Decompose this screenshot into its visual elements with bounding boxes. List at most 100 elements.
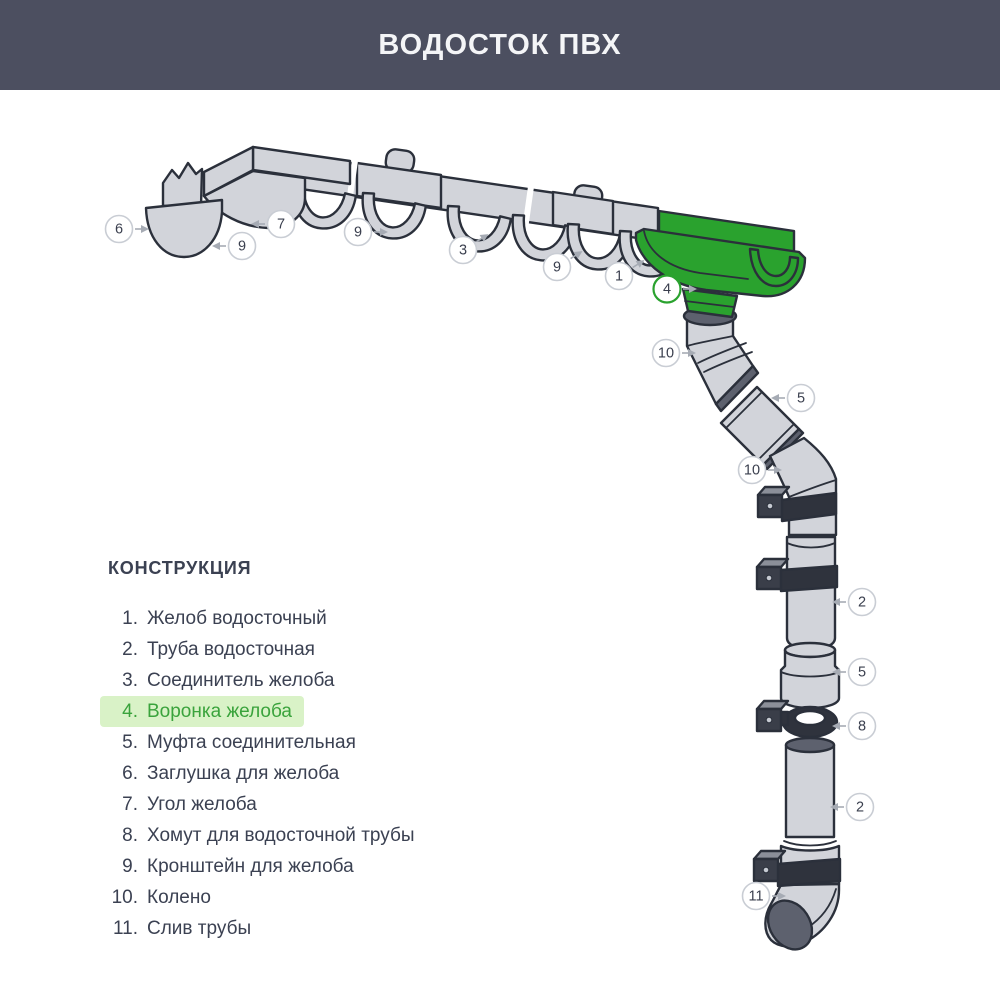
callout-1: 1 xyxy=(604,260,645,291)
pipe-brackets xyxy=(752,485,842,888)
callout-arrow-icon xyxy=(212,242,220,250)
callout-9: 9 xyxy=(542,251,583,282)
svg-text:9: 9 xyxy=(553,260,561,276)
callout-4: 4 xyxy=(652,274,697,304)
svg-text:5: 5 xyxy=(797,391,805,407)
svg-text:1: 1 xyxy=(615,269,623,285)
callout-9: 9 xyxy=(343,217,388,247)
legend-item-label: Соединитель желоба xyxy=(147,670,335,691)
svg-text:10: 10 xyxy=(744,463,760,479)
legend-item-number: 10. xyxy=(111,887,138,908)
svg-text:9: 9 xyxy=(238,239,246,255)
legend-item-label: Труба водосточная xyxy=(147,639,315,660)
gutter-run xyxy=(144,145,685,282)
callout-arrow-icon xyxy=(830,803,838,811)
downpipe-section xyxy=(784,743,836,839)
legend-item-number: 6. xyxy=(122,763,138,784)
legend-item-number: 1. xyxy=(122,608,138,629)
callout-arrow-icon xyxy=(689,285,697,293)
funnel-neck xyxy=(681,287,739,319)
callout-arrow-icon xyxy=(832,668,840,676)
svg-text:10: 10 xyxy=(658,346,674,362)
legend-item-label: Кронштейн для желоба xyxy=(147,856,354,877)
legend-item-number: 3. xyxy=(122,670,138,691)
legend-item-label: Хомут для водосточной трубы xyxy=(147,825,415,846)
page-title: ВОДОСТОК ПВХ xyxy=(378,28,622,61)
callout-2: 2 xyxy=(830,792,875,822)
legend-item-number: 2. xyxy=(122,639,138,660)
clamp-band xyxy=(779,564,839,593)
clamp-band xyxy=(776,857,842,888)
legend-list: 1. Желоб водосточный 2. Труба водосточная 3.… xyxy=(100,603,427,944)
legend-item-number: 7. xyxy=(122,794,138,815)
legend-item-9: 9. Кронштейн для желоба xyxy=(100,851,366,882)
svg-text:2: 2 xyxy=(856,800,864,816)
callout-7: 7 xyxy=(251,209,296,239)
callout-arrow-icon xyxy=(832,598,840,606)
legend-item-number: 5. xyxy=(122,732,138,753)
legend-item-label: Угол желоба xyxy=(147,794,257,815)
pipe-clamp-ring-hole xyxy=(793,709,827,727)
downpipe-section xyxy=(785,535,837,651)
callout-10: 10 xyxy=(651,338,696,368)
svg-text:5: 5 xyxy=(858,665,866,681)
callout-arrow-icon xyxy=(479,234,489,242)
callout-arrow-icon xyxy=(774,466,782,474)
callouts: 6 9 7 9 3 9 1 4 10 5 10 2 5 8 2 11 xyxy=(104,209,877,911)
pipe-opening xyxy=(784,736,836,754)
svg-text:3: 3 xyxy=(459,243,467,259)
svg-text:6: 6 xyxy=(115,222,123,238)
legend-item-number: 11. xyxy=(112,918,138,939)
legend-item-2: 2. Труба водосточная xyxy=(100,634,327,665)
legend-item-label: Муфта соединительная xyxy=(147,732,356,753)
legend-item-number: 9. xyxy=(122,856,138,877)
callout-arrow-icon xyxy=(380,228,388,236)
legend-item-3: 3. Соединитель желоба xyxy=(100,665,346,696)
legend-item-label: Заглушка для желоба xyxy=(147,763,340,784)
callout-10: 10 xyxy=(737,455,782,485)
legend-item-10: 10. Колено xyxy=(100,882,223,913)
callout-arrow-icon xyxy=(573,251,583,259)
legend-item-11: 11. Слив трубы xyxy=(100,913,263,944)
svg-text:4: 4 xyxy=(663,282,671,298)
callout-arrow-icon xyxy=(778,892,786,900)
legend-item-number: 4. xyxy=(122,701,138,722)
elbow-mouth xyxy=(714,364,760,413)
legend: КОНСТРУКЦИЯ 1. Желоб водосточный 2. Труба в… xyxy=(100,558,427,944)
svg-text:7: 7 xyxy=(277,217,285,233)
svg-text:8: 8 xyxy=(858,719,866,735)
legend-item-6: 6. Заглушка для желоба xyxy=(100,758,351,789)
outlet-mouth xyxy=(766,899,814,951)
svg-text:2: 2 xyxy=(858,595,866,611)
legend-title: КОНСТРУКЦИЯ xyxy=(108,558,252,578)
callout-8: 8 xyxy=(832,711,877,741)
svg-text:9: 9 xyxy=(354,225,362,241)
legend-item-8: 8. Хомут для водосточной трубы xyxy=(100,820,427,851)
legend-item-label: Колено xyxy=(147,887,211,908)
callout-5: 5 xyxy=(771,383,816,413)
callout-3: 3 xyxy=(448,234,489,265)
legend-item-label: Воронка желоба xyxy=(147,701,292,722)
legend-item-7: 7. Угол желоба xyxy=(100,789,269,820)
legend-item-1: 1. Желоб водосточный xyxy=(100,603,339,634)
gutter-connector-plate xyxy=(355,161,443,210)
legend-item-number: 8. xyxy=(122,825,138,846)
callout-5: 5 xyxy=(832,657,877,687)
funnel-channel-end xyxy=(748,247,800,288)
callout-arrow-icon xyxy=(635,260,645,268)
callout-9: 9 xyxy=(212,231,257,261)
gutter-broken-edge xyxy=(161,161,204,208)
elbow-upper xyxy=(685,314,755,406)
legend-item-label: Слив трубы xyxy=(147,918,252,939)
legend-item-label: Желоб водосточный xyxy=(147,608,327,629)
callout-arrow-icon xyxy=(251,220,259,228)
callout-6: 6 xyxy=(104,214,149,244)
svg-text:11: 11 xyxy=(748,889,763,905)
funnel xyxy=(634,209,807,319)
legend-item-4: 4. Воронка желоба xyxy=(100,696,304,727)
header-bar: ВОДОСТОК ПВХ xyxy=(0,0,1000,90)
gutter-end-cap xyxy=(144,198,224,259)
callout-arrow-icon xyxy=(832,722,840,730)
callout-arrow-icon xyxy=(688,349,696,357)
